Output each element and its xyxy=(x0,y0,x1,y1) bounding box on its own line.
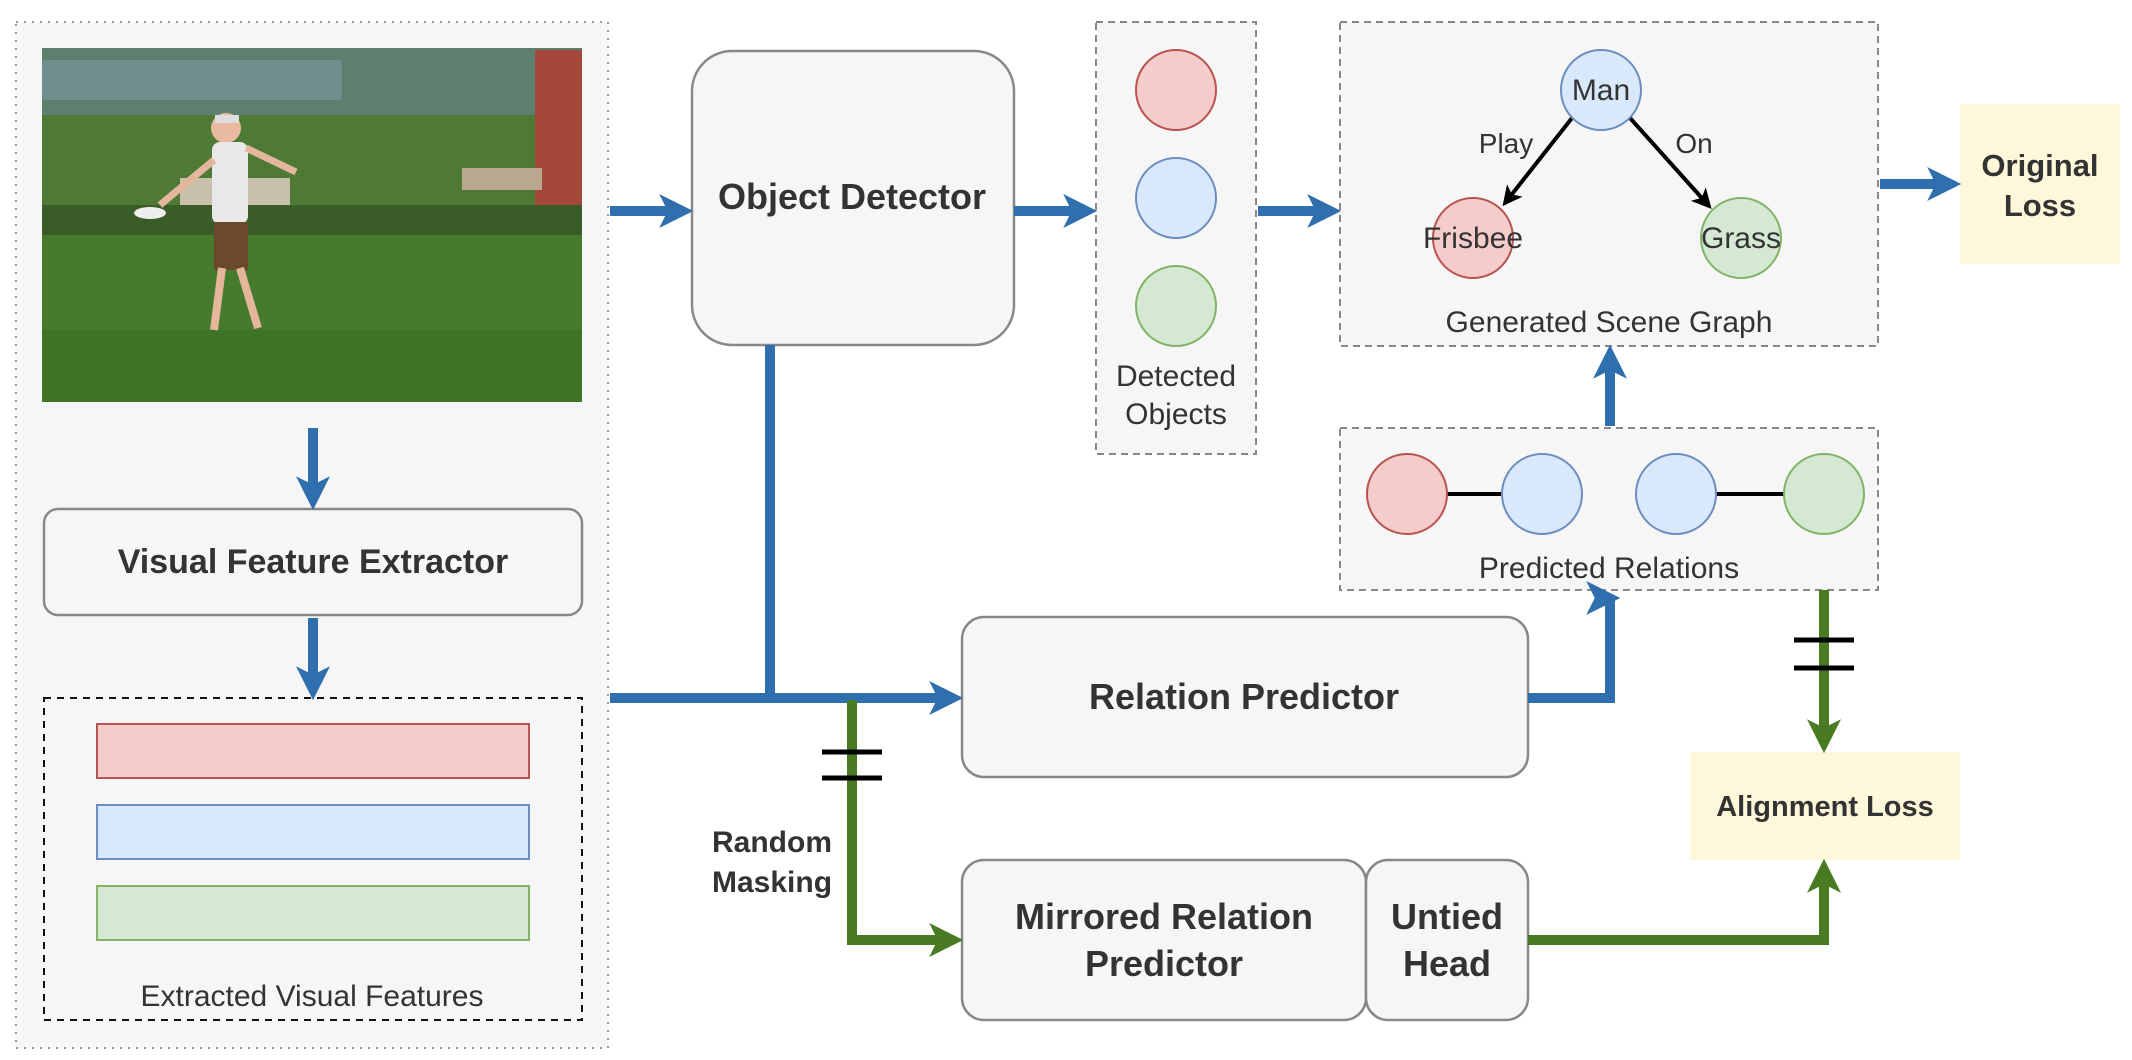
detected-object-red xyxy=(1135,49,1217,131)
untied-head-box xyxy=(1364,858,1530,1022)
original-loss-label-1: Original xyxy=(1981,148,2098,183)
arrow-masking-to-mirrored-predictor xyxy=(847,700,964,958)
edge-on-arrow xyxy=(1628,116,1712,209)
blue-flow-arrows xyxy=(295,166,1962,716)
alignment-loss-label: Alignment Loss xyxy=(1716,791,1934,823)
detected-objects-label-2: Objects xyxy=(1125,398,1227,431)
node-man xyxy=(1560,49,1642,131)
mirrored-relation-predictor-label-2: Predictor xyxy=(1085,943,1243,984)
frisbee-player-photo xyxy=(42,48,582,402)
extracted-visual-features-label: Extracted Visual Features xyxy=(141,980,484,1013)
relation-node-blue-1 xyxy=(1501,453,1583,535)
original-loss-box xyxy=(1960,104,2120,264)
feature-bar-green xyxy=(96,885,530,941)
predicted-relations-label: Predicted Relations xyxy=(1479,552,1739,585)
arrow-relation-predictor-to-relations xyxy=(1528,599,1615,703)
mirrored-relation-predictor-label-1: Mirrored Relation xyxy=(1015,896,1313,937)
visual-feature-extractor-label: Visual Feature Extractor xyxy=(118,543,509,581)
original-loss-label-2: Loss xyxy=(2004,188,2076,223)
node-frisbee xyxy=(1432,197,1514,279)
mirrored-relation-predictor-box xyxy=(960,858,1368,1022)
alignment-loss-box xyxy=(1690,752,1960,860)
node-frisbee-label: Frisbee xyxy=(1423,222,1523,255)
detected-objects-label-1: Detected xyxy=(1116,360,1236,393)
untied-head-label-2: Head xyxy=(1403,943,1491,984)
relation-node-blue-2 xyxy=(1635,453,1717,535)
detected-object-green xyxy=(1135,265,1217,347)
node-man-label: Man xyxy=(1572,74,1630,107)
relation-node-red xyxy=(1366,453,1448,535)
untied-head-label-1: Untied xyxy=(1391,896,1503,937)
edge-play-label: Play xyxy=(1479,128,1533,159)
node-grass-label: Grass xyxy=(1701,222,1781,255)
random-masking-label-2: Masking xyxy=(712,866,832,899)
detected-object-blue xyxy=(1135,157,1217,239)
arrow-untied-head-to-alignment-loss xyxy=(1528,858,1842,945)
relation-predictor-label: Relation Predictor xyxy=(1089,676,1399,717)
relation-node-green xyxy=(1783,453,1865,535)
feature-bar-red xyxy=(96,723,530,779)
feature-bar-blue xyxy=(96,804,530,860)
edge-on-label: On xyxy=(1675,128,1712,159)
random-masking-label-1: Random xyxy=(712,826,832,859)
edge-play-arrow xyxy=(1502,116,1574,207)
object-detector-label: Object Detector xyxy=(718,176,986,217)
generated-scene-graph-label: Generated Scene Graph xyxy=(1446,306,1773,339)
node-grass xyxy=(1700,197,1782,279)
stop-gradient-marks xyxy=(822,637,1854,781)
